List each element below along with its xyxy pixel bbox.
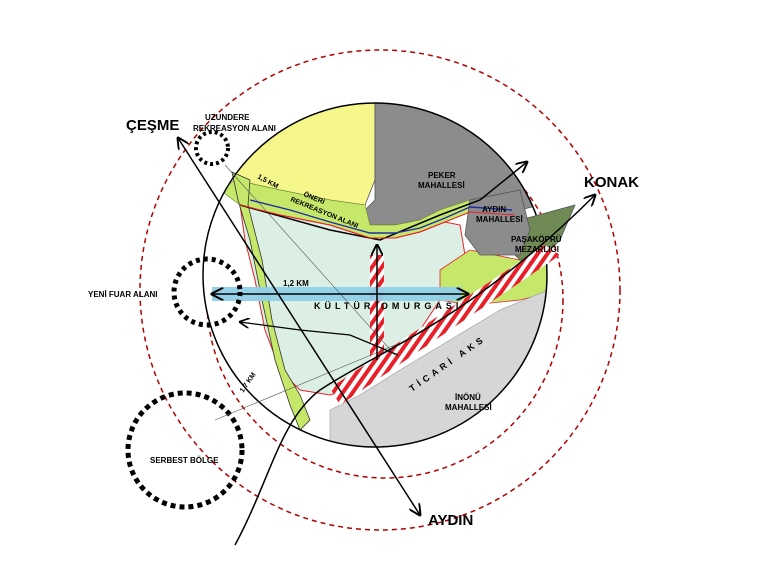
distance-label-2: 1,2 KM [283, 279, 309, 288]
aydin-mah-label-1: AYDIN [482, 205, 506, 214]
aydin-label: AYDIN [428, 512, 473, 529]
serbest-bolge-label: SERBEST BÖLGE [150, 456, 219, 465]
peker-label-2: MAHALLESİ [418, 181, 465, 190]
top-connector-arrow [239, 162, 527, 241]
aydin-mah-label-2: MAHALLESİ [476, 215, 523, 224]
yeni-fuar-label: YENİ FUAR ALANI [88, 290, 157, 299]
serbest-dotted-circle [125, 390, 245, 510]
fuar-connector-arrow [240, 322, 399, 356]
aydin-mah-area [464, 189, 531, 256]
recreation-boundary-blue [249, 199, 513, 234]
inonu-label-1: İNÖNÜ [455, 393, 481, 402]
konak-arrow [234, 195, 595, 546]
recreation-boundary [239, 204, 516, 239]
cesme-aydin-arrow [178, 138, 420, 515]
uzundere-dotted-circle [194, 130, 230, 166]
pasakopru-label-2: MEZARLIĞI [515, 245, 559, 254]
uzundere-label-2: REKREASYON ALANI [193, 124, 276, 133]
peker-label-1: PEKER [428, 171, 456, 180]
konak-label: KONAK [584, 174, 639, 191]
kultur-omurgasi-label: KÜLTÜR OMURGASI [314, 301, 462, 311]
inonu-label-2: MAHALLESİ [445, 403, 492, 412]
uzundere-label-1: UZUNDERE [205, 113, 250, 122]
outer-radius-circle [139, 49, 621, 531]
pasakopru-label-1: PAŞAKÖPRÜ [511, 235, 562, 244]
cesme-label: ÇEŞME [126, 117, 179, 134]
